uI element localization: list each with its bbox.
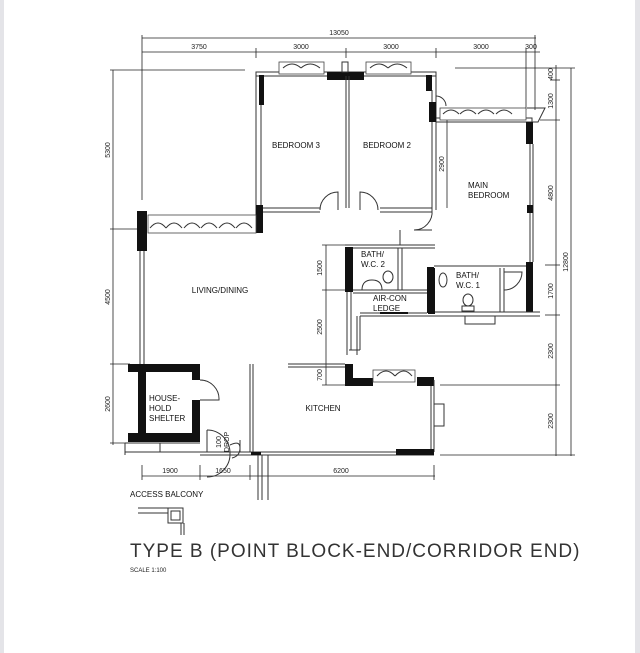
dim-bottom-2: 1650: [215, 468, 231, 475]
dim-right-3: 4800: [548, 185, 555, 201]
dim-interior-2900: 2900: [439, 156, 446, 172]
main-bedroom-walls: [429, 102, 546, 317]
label-living-dining: LIVING/DINING: [192, 286, 248, 295]
dim-top-4: 3000: [473, 44, 489, 51]
dim-right-6: 2300: [548, 413, 555, 429]
dim-interior-2500: 2500: [317, 319, 324, 335]
kitchen-walls: [249, 363, 445, 456]
dim-bottom-1: 1900: [162, 468, 178, 475]
label-main-bedroom-line2: BEDROOM: [468, 191, 510, 200]
dim-top-5: 300: [525, 44, 537, 51]
viewer-right-edge: [635, 0, 640, 653]
dim-top-1: 3750: [191, 44, 207, 51]
label-shelter-line2: HOLD: [149, 404, 171, 413]
bedrooms-2-3-walls: [255, 61, 447, 233]
label-bedroom-3: BEDROOM 3: [272, 141, 321, 150]
dim-bottom-3: 6200: [333, 468, 349, 475]
viewer-left-edge: [0, 0, 4, 653]
label-bath-wc-2-line2: W.C. 2: [361, 260, 386, 269]
household-shelter: [124, 364, 250, 456]
dim-top-3: 3000: [383, 44, 399, 51]
plan-title: TYPE B (POINT BLOCK-END/CORRIDOR END): [130, 541, 580, 562]
label-access-balcony: ACCESS BALCONY: [130, 490, 204, 499]
left-dimensions: 5300 4500 2600: [105, 69, 245, 445]
label-bath-wc-1-line1: BATH/: [456, 271, 480, 280]
label-shelter-line1: HOUSE-: [149, 394, 180, 403]
label-bath-wc-1-line2: W.C. 1: [456, 281, 481, 290]
dim-right-1: 400: [548, 68, 555, 80]
dim-right-total: 12800: [563, 252, 570, 272]
dim-top-2: 3000: [293, 44, 309, 51]
label-bath-wc-2-line1: BATH/: [361, 250, 385, 259]
dim-right-5: 2300: [548, 343, 555, 359]
dim-left-2: 4500: [105, 289, 112, 305]
dim-interior-1500: 1500: [317, 260, 324, 276]
label-shelter-line3: SHELTER: [149, 414, 186, 423]
label-main-bedroom-line1: MAIN: [468, 181, 488, 190]
label-aircon-ledge-line1: AIR-CON: [373, 294, 407, 303]
label-bedroom-2: BEDROOM 2: [363, 141, 412, 150]
right-dimensions: 400 1300 4800 1700 2300 2300 12800: [440, 65, 575, 456]
dim-interior-700: 700: [317, 369, 324, 381]
dim-right-2: 1300: [548, 93, 555, 109]
entrance-door: [206, 429, 269, 500]
label-drop: DROP: [224, 432, 231, 453]
plan-scale: SCALE 1:100: [130, 568, 167, 574]
living-dining-walls: [137, 211, 257, 364]
dim-left-1: 5300: [105, 142, 112, 158]
label-aircon-ledge-line2: LEDGE: [373, 304, 400, 313]
dim-top-total: 13050: [329, 30, 349, 37]
key-plan-icon: [138, 507, 185, 535]
dim-left-3: 2600: [105, 396, 112, 412]
dim-right-4: 1700: [548, 283, 555, 299]
bath-wc-2-and-aircon-ledge: [345, 230, 435, 355]
label-drop-value: 100: [216, 436, 223, 448]
top-dimensions: 13050 3750 3000 3000 3000 300: [141, 30, 540, 200]
bottom-dimensions: 1900 1650 6200: [141, 465, 435, 480]
interior-dimensions: 2900 1500 2500 700: [290, 120, 448, 386]
label-kitchen: KITCHEN: [305, 404, 340, 413]
